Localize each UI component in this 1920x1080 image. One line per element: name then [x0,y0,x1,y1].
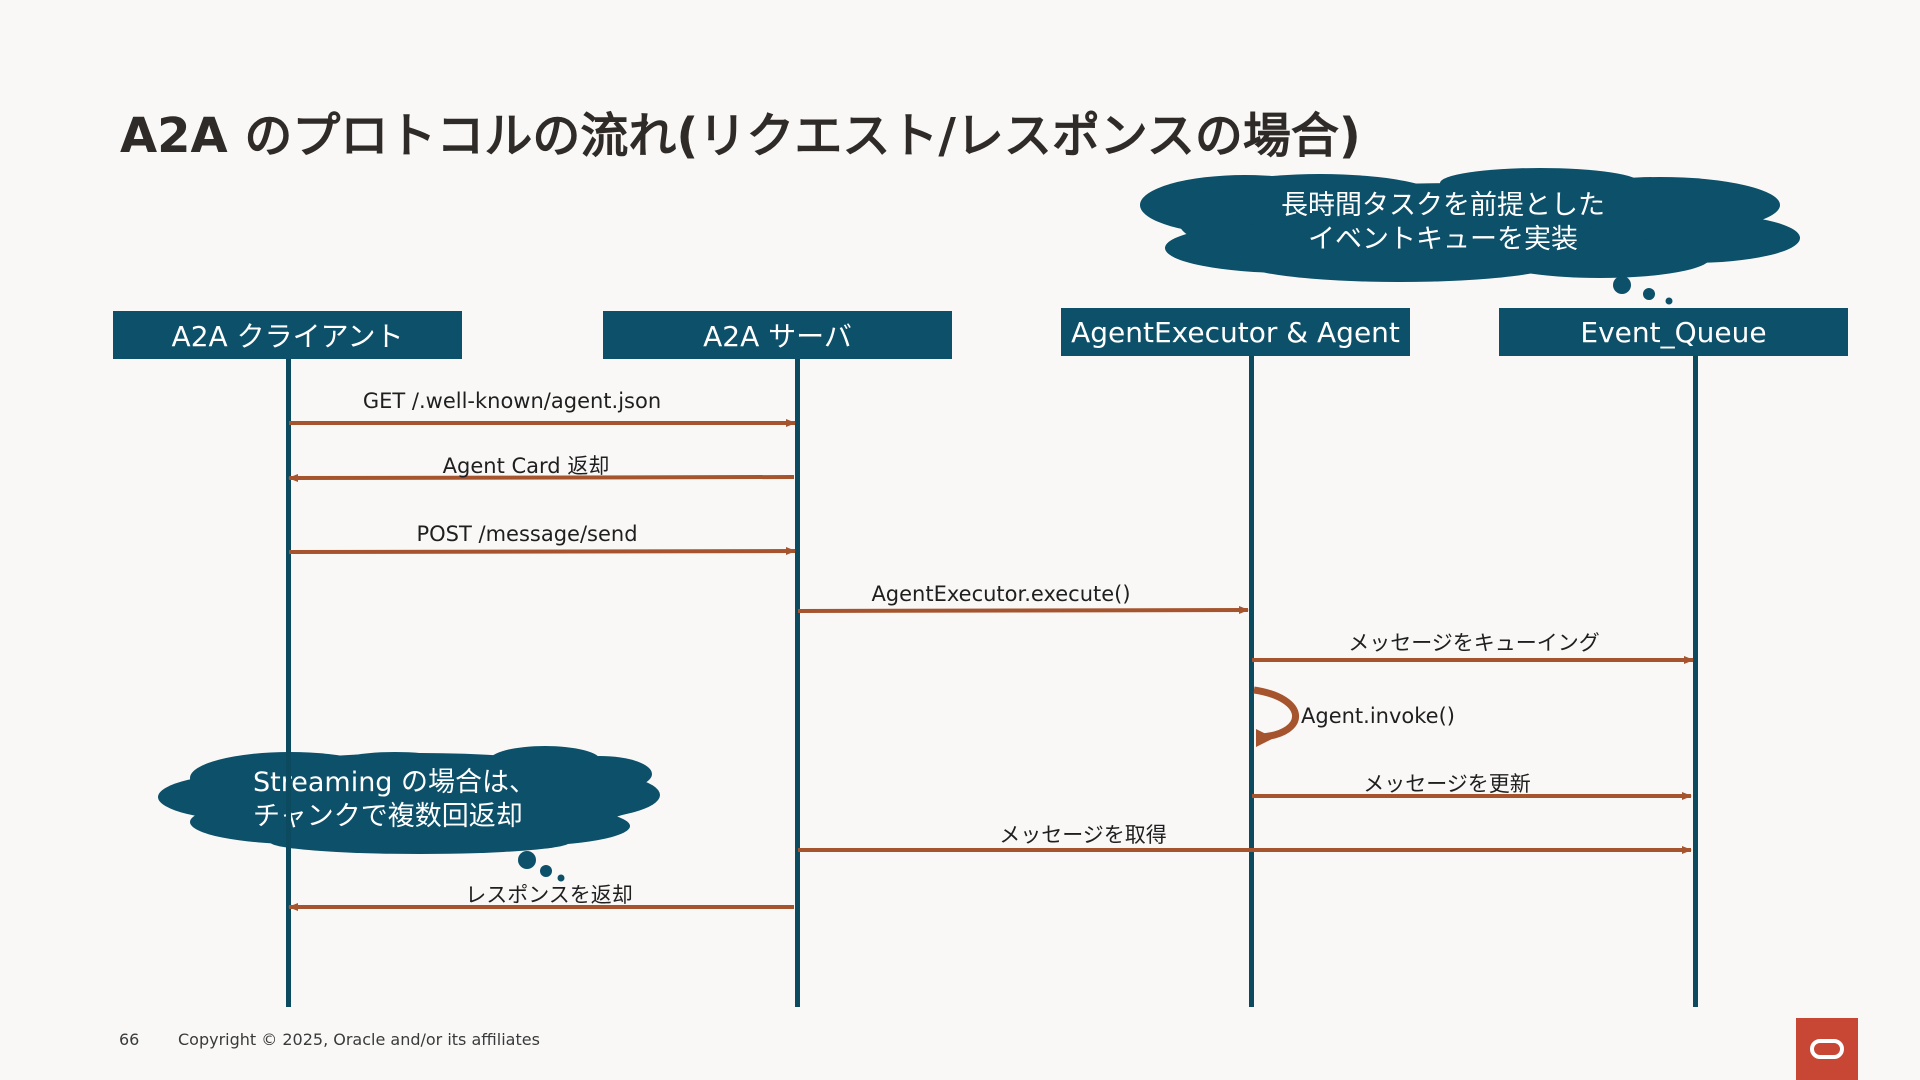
lifeline-a2a-client [286,359,291,1007]
lifeline-a2a-server [795,359,800,1007]
streaming-note-line-1: Streaming の場合は、 [253,767,537,798]
oracle-logo-icon [1796,1018,1858,1080]
msg-label-agent-invoke: Agent.invoke() [1301,704,1455,728]
msg-label-post-message-send: POST /message/send [416,522,638,546]
streaming-note-text: Streaming の場合は、 チャンクで複数回返却 [253,766,536,834]
queue-note-line-2: イベントキューを実装 [1308,224,1578,255]
actor-label: A2A クライアント [171,320,404,353]
actor-label: Event_Queue [1580,315,1767,349]
page-number: 66 [119,1030,140,1049]
queue-note-cloud [1140,168,1800,305]
msg-label-agent-executor-execute: AgentExecutor.execute() [871,582,1131,606]
actor-event-queue: Event_Queue [1499,308,1848,356]
msg-label-get-agent-json: GET /.well-known/agent.json [362,389,662,413]
lifeline-agent-executor [1249,356,1254,1007]
msg-label-queue-message: メッセージをキューイング [1348,631,1600,655]
actor-label: AgentExecutor & Agent [1071,315,1400,349]
msg-label-return-response: レスポンスを返却 [465,883,633,907]
msg-label-agent-card-return: Agent Card 返却 [442,454,610,478]
lifeline-event-queue [1693,356,1698,1007]
slide-title: A2A のプロトコルの流れ(リクエスト/レスポンスの場合) [120,108,1361,164]
arrow-agent-executor-execute [797,606,1249,615]
msg-label-update-message: メッセージを更新 [1363,772,1531,796]
streaming-note-line-2: チャンクで複数回返却 [253,801,523,832]
streaming-note-cloud [158,746,660,882]
actor-label: A2A サーバ [703,320,852,353]
arrow-agent-card-return [288,473,795,482]
actor-a2a-server: A2A サーバ [603,311,952,359]
queue-note-text: 長時間タスクを前提とした イベントキューを実装 [1281,189,1605,257]
actor-agent-executor: AgentExecutor & Agent [1061,308,1410,356]
arrow-agent-invoke-self [1253,686,1299,741]
copyright-text: Copyright © 2025, Oracle and/or its affi… [178,1030,540,1049]
actor-a2a-client: A2A クライアント [113,311,462,359]
arrow-post-message-send [288,547,796,556]
msg-label-get-message: メッセージを取得 [999,823,1167,847]
queue-note-line-1: 長時間タスクを前提とした [1281,190,1605,221]
